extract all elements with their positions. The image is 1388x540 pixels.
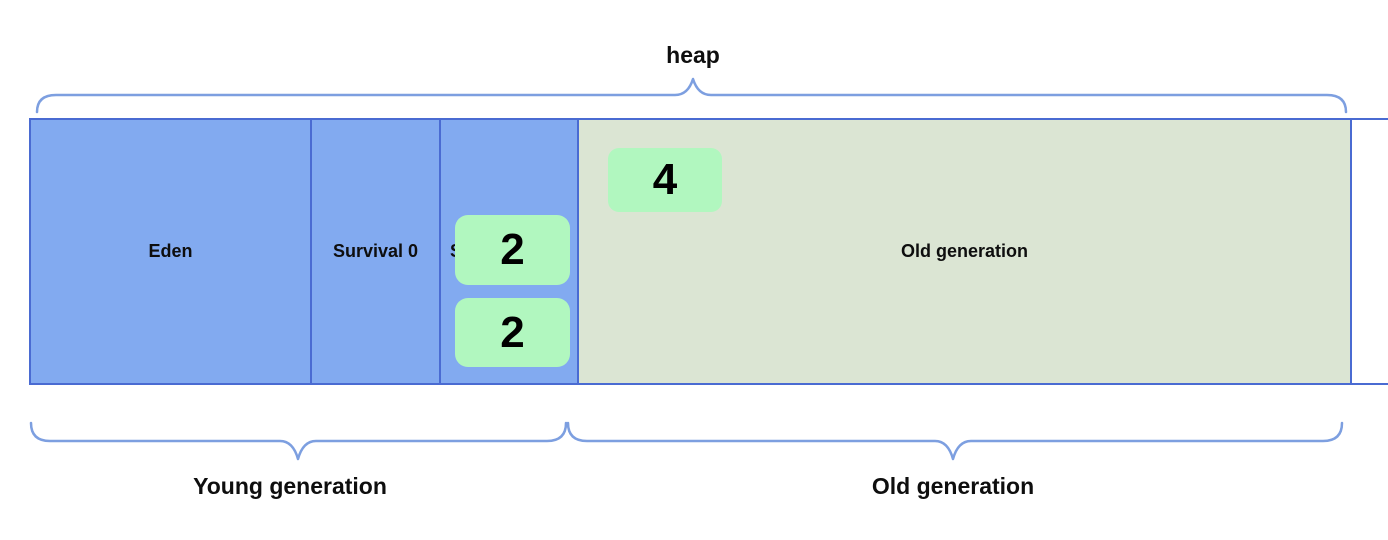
object-box-age-2-upper: 2 <box>455 215 570 285</box>
object-box-age-2-lower-value: 2 <box>500 307 525 357</box>
old-generation-label: Old generation <box>871 473 1035 499</box>
object-box-age-2-lower: 2 <box>455 298 570 367</box>
object-box-age-2-upper-value: 2 <box>500 225 525 274</box>
object-box-age-4-value: 4 <box>652 155 678 204</box>
region-old-generation-label: Old generation <box>900 241 1028 261</box>
region-eden-label: Eden <box>148 241 193 261</box>
heap-brace-path <box>35 77 1348 114</box>
object-box-age-4: 4 <box>608 148 722 212</box>
young-generation-brace <box>29 421 568 461</box>
region-survival-0: Survival 0 <box>310 118 441 385</box>
heap-brace <box>35 77 1348 114</box>
region-survival-0-label: Survival 0 <box>332 241 419 261</box>
heap-label: heap <box>666 42 720 68</box>
region-cutoff-right <box>1350 118 1388 385</box>
young-generation-label: Young generation <box>193 473 387 499</box>
young-generation-brace-path <box>29 421 568 461</box>
region-eden: Eden <box>29 118 312 385</box>
old-generation-brace-path <box>566 421 1344 461</box>
old-generation-brace <box>566 421 1344 461</box>
